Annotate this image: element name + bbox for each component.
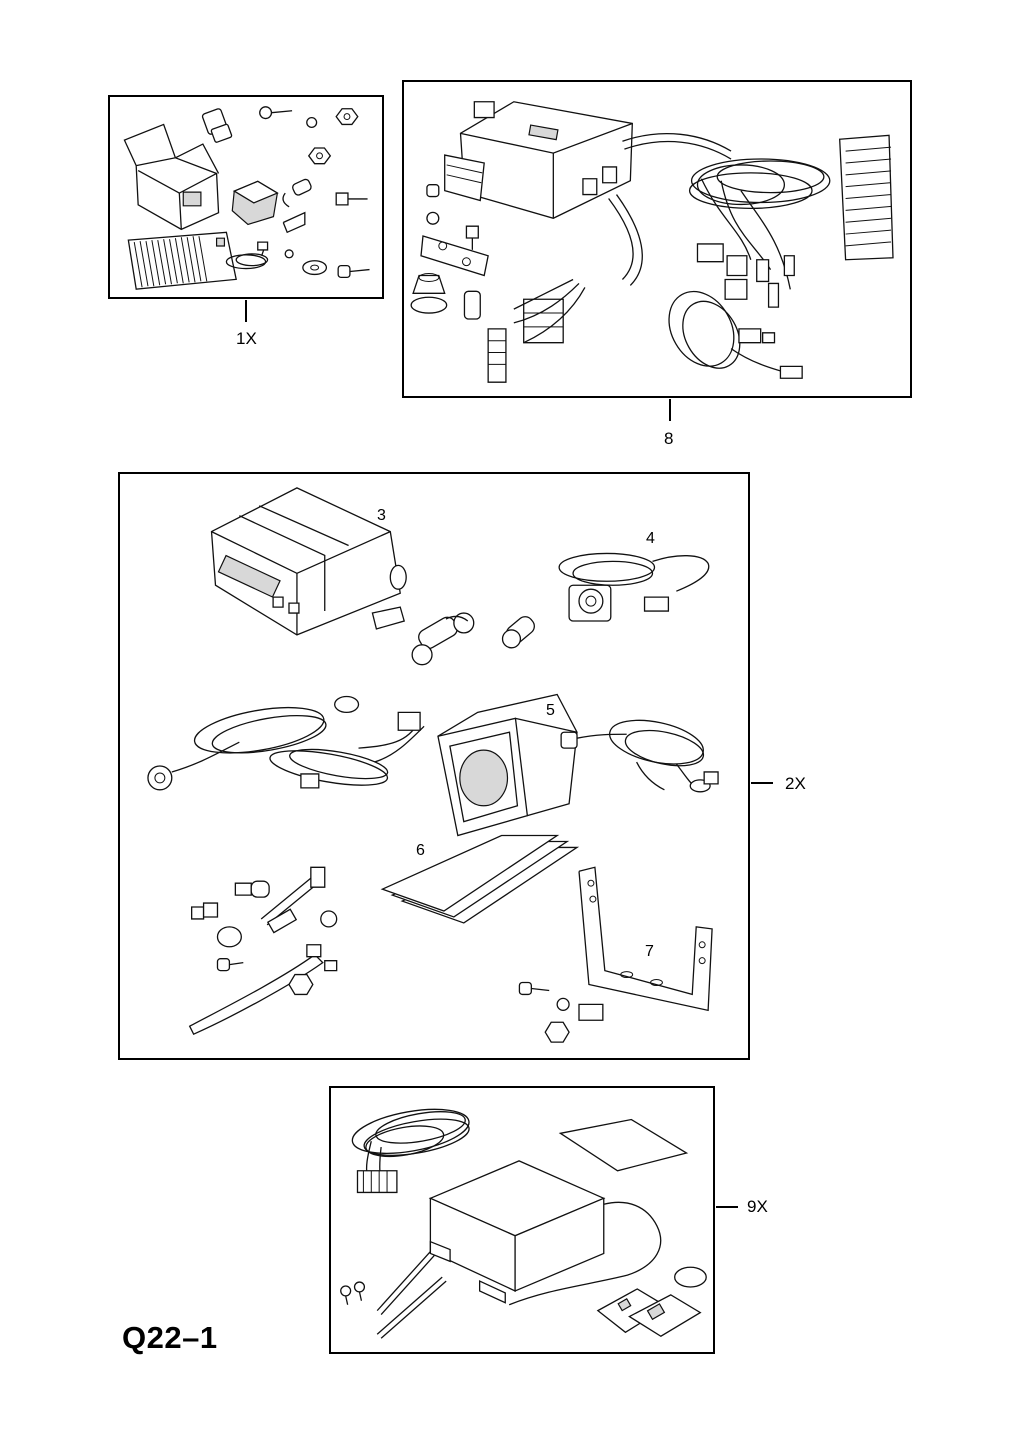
callout-8-label: 8 bbox=[664, 429, 674, 448]
kit-1x-panel bbox=[108, 95, 384, 299]
harness-8-drawing bbox=[404, 82, 910, 396]
kit-2x-drawing bbox=[120, 474, 748, 1058]
item-label-4: 4 bbox=[646, 530, 655, 547]
item-label-7: 7 bbox=[645, 943, 654, 960]
item-label-6: 6 bbox=[416, 842, 425, 859]
alarm-control-unit bbox=[212, 488, 407, 635]
harness-8-panel bbox=[402, 80, 912, 398]
callout-1x-leader bbox=[245, 300, 247, 322]
alarm-siren bbox=[438, 694, 718, 835]
callout-8-leader bbox=[669, 399, 671, 421]
instruction-card bbox=[560, 1120, 686, 1171]
callout-2x-leader bbox=[751, 782, 773, 784]
switch-fittings bbox=[190, 867, 337, 1034]
kit-9x-panel bbox=[329, 1086, 715, 1354]
kit-1x-drawing bbox=[110, 97, 382, 297]
kit-9x-drawing bbox=[331, 1088, 713, 1352]
led-indicator-assembly bbox=[559, 553, 709, 621]
item-label-5: 5 bbox=[546, 702, 555, 719]
kit-2x-panel bbox=[118, 472, 750, 1060]
page-code: Q22–1 bbox=[122, 1320, 218, 1355]
instruction-booklet bbox=[382, 836, 577, 923]
remote-key-fobs bbox=[598, 1267, 706, 1336]
callout-2x-label: 2X bbox=[785, 774, 806, 793]
item-label-3: 3 bbox=[377, 507, 386, 524]
callout-1x-label: 1X bbox=[236, 329, 257, 348]
callout-9x-label: 9X bbox=[747, 1197, 768, 1216]
bonnet-switch-assembly bbox=[148, 696, 424, 792]
callout-9x-leader bbox=[716, 1206, 738, 1208]
immobiliser-control-box bbox=[430, 1161, 603, 1303]
siren-bracket bbox=[579, 867, 712, 1010]
